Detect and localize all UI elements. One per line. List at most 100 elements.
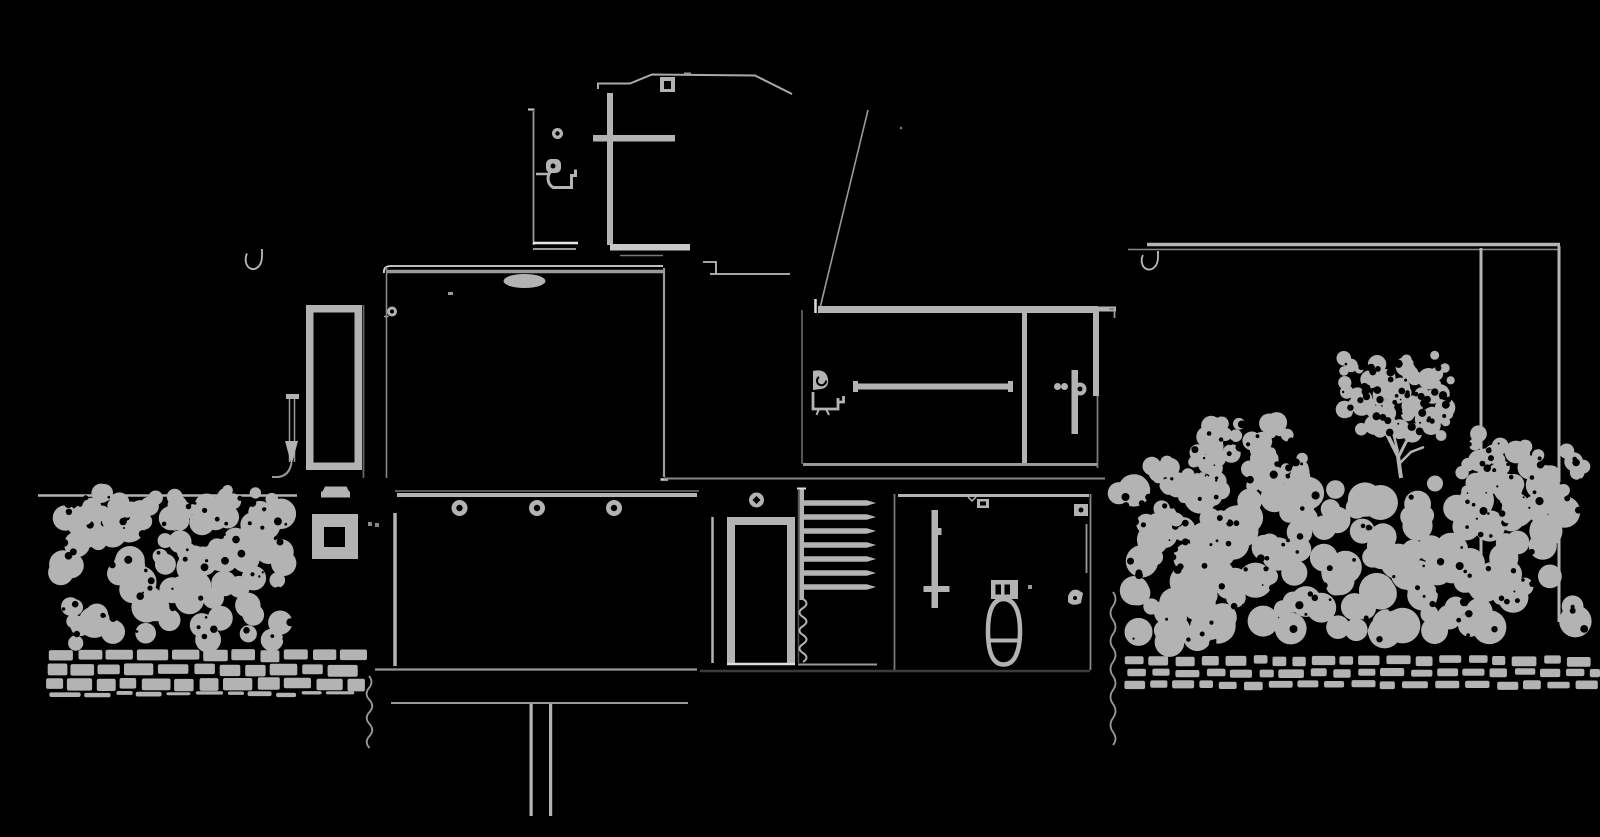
stone [1411,669,1433,677]
foliage-gap [289,582,295,588]
foliage-clump [114,554,146,586]
stone [1523,680,1541,690]
stone [157,664,189,674]
foliage-gap [1236,473,1242,479]
foliage-gap [1465,610,1473,618]
wall-dot-a [368,522,372,526]
foliage-clump [123,501,139,517]
foliage-gap [102,614,107,618]
foliage-clump [195,626,222,653]
foliage-gap [1120,523,1123,526]
foliage-gap [1422,594,1426,598]
downpipe-cap [286,394,299,399]
pedestal-cap [322,486,349,492]
bedroom-shower-head-hole [1077,386,1083,392]
foliage-gap [64,552,73,560]
stone [1437,668,1459,677]
downpipe-elbow [272,462,293,478]
foliage-clump [1504,492,1529,517]
foliage-clump [1402,423,1423,443]
stone [1351,680,1376,688]
foliage-gap [1170,477,1174,481]
foliage-gap [1429,418,1435,424]
foliage-gap [144,568,148,573]
foliage-clump [1251,534,1278,561]
stone [339,649,367,661]
foliage-gap [61,607,66,611]
foliage-gap [1427,416,1431,420]
foliage-clump [1157,457,1178,478]
stair-scallop [798,598,808,663]
foliage-gap [1494,501,1503,510]
stone [1339,656,1354,665]
foliage-gap [1230,602,1238,610]
foliage-gap [1424,359,1431,367]
foliage-clump [1355,422,1368,436]
foliage-clump [107,498,122,513]
foliage-gap [1528,548,1535,555]
foliage-gap [1375,366,1381,372]
foliage-clump [1199,507,1221,530]
foliage-gap [69,548,77,556]
foliage-gap [182,556,188,562]
foliage-gap [1575,506,1582,514]
foliage-gap [1564,495,1571,502]
gutter-left [244,249,263,270]
foliage-clump [1411,401,1420,410]
stone [269,663,298,676]
stone-wall-right [1124,655,1600,691]
bedroom-toilet-seat [811,392,845,411]
foliage-clump [1261,568,1279,585]
foliage-gap [1199,631,1205,637]
stone [96,678,116,691]
foliage-gap [231,636,237,643]
stone [223,678,253,691]
foliage-gap [1167,562,1170,565]
roof-step [703,261,717,274]
foliage-clump [249,509,281,541]
foliage-gap [1191,446,1199,454]
bushes-right-mid [1142,455,1229,532]
foliage-gap [223,533,226,536]
foliage-clump [1229,429,1243,443]
stone [1492,656,1506,666]
foliage-gap [142,591,145,594]
stone [1358,668,1376,676]
stair-rung-1 [804,500,876,506]
stone [1489,668,1507,678]
penthouse-roof-line [597,73,793,95]
foliage-clump [1402,365,1419,382]
upper-valve-hole [550,163,556,169]
foliage-gap [202,507,208,513]
stone [1268,680,1293,688]
foliage-gap [1347,404,1354,411]
bushes-right-upper [1455,425,1591,525]
stone [1172,680,1195,689]
stone [1333,669,1351,678]
foliage-gap [1408,494,1414,500]
foliage-clump [1400,505,1422,528]
foliage-gap [1241,603,1248,610]
foliage-gap [1442,487,1451,495]
stone [231,649,255,661]
foliage-gap [1165,617,1169,621]
wall-dot-b [375,523,379,527]
foliage-gap [1510,568,1517,574]
roof-slab-band [610,244,690,251]
foliage-gap [1340,540,1344,543]
break-line-right [1109,591,1117,746]
foliage-clump [1286,519,1313,545]
foliage-clump [1446,376,1455,385]
foliage-clump [1542,488,1561,507]
foliage-clump [1495,533,1516,553]
stone [1540,668,1561,678]
foliage-gap [1485,447,1492,454]
foliage-gap [1235,443,1244,452]
foliage-gap [1226,451,1232,457]
foliage-gap [1357,397,1364,404]
foliage-gap [1209,620,1214,625]
stone [219,664,241,677]
bath-dot [1028,585,1032,589]
foliage-gap [1304,612,1308,616]
stone [1465,680,1490,688]
